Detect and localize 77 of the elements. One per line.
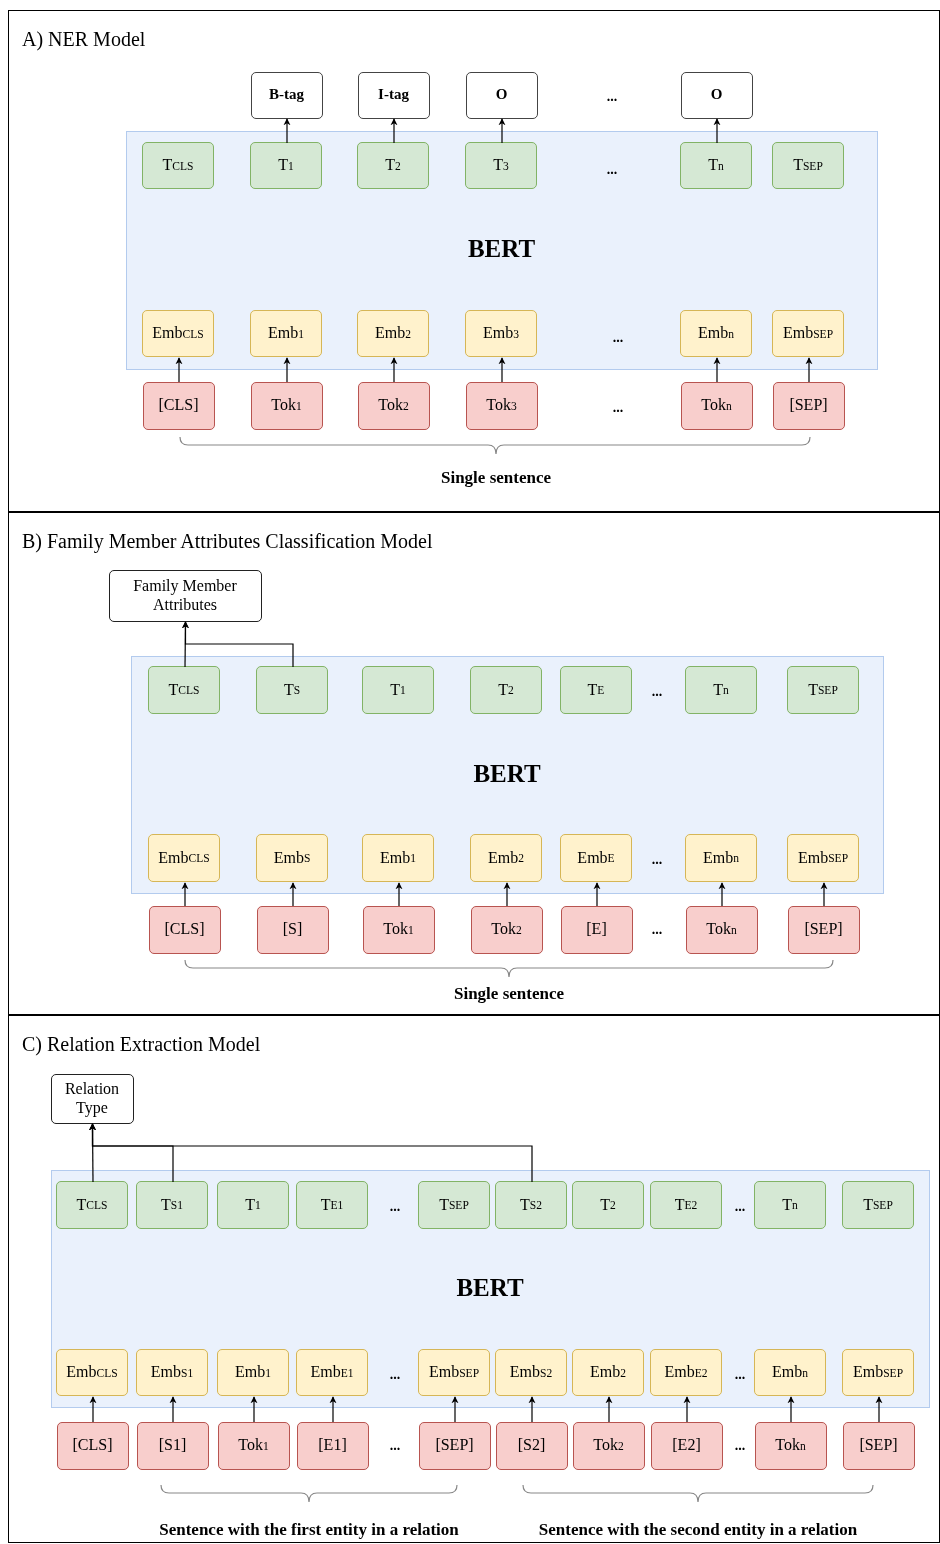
arrow — [395, 882, 403, 907]
arrow — [182, 621, 294, 668]
input-token-box: [SEP] — [842, 1421, 915, 1470]
arrow — [528, 1396, 536, 1423]
arrow — [390, 118, 398, 144]
arrow — [283, 357, 291, 383]
arrow — [805, 357, 813, 383]
output-tag-box: B-tag — [250, 71, 323, 119]
arrow — [787, 1396, 795, 1423]
model-title: BERT — [466, 235, 537, 263]
input-token-box: [CLS] — [142, 381, 215, 430]
arrow — [181, 882, 189, 907]
input-token-box: [SEP] — [772, 381, 845, 430]
output-tag-box: O — [680, 71, 753, 119]
arrow — [875, 1396, 883, 1423]
output-class-box: Relation Type — [50, 1073, 134, 1124]
brace-caption: Single sentence — [454, 984, 564, 1004]
arrow — [329, 1396, 337, 1423]
panel — [8, 10, 940, 512]
ellipsis: ... — [651, 852, 663, 868]
input-token-box: [S] — [256, 905, 329, 954]
model-title: BERT — [455, 1273, 525, 1302]
panel-title: A) NER Model — [22, 28, 146, 51]
ellipsis: ... — [389, 1367, 401, 1383]
ellipsis: ... — [612, 330, 624, 346]
panel — [8, 512, 940, 1015]
arrow — [390, 357, 398, 383]
ellipsis: ... — [606, 162, 618, 178]
input-token-box: [E] — [560, 905, 633, 954]
encoder-block — [130, 655, 884, 894]
arrow — [593, 882, 601, 907]
arrow — [89, 1123, 533, 1183]
output-tag-box: O — [465, 71, 538, 119]
ellipsis: ... — [389, 1438, 401, 1454]
arrow — [498, 357, 506, 383]
arrow — [498, 118, 506, 144]
arrow — [89, 1396, 97, 1423]
arrow — [605, 1396, 613, 1423]
panel-title: C) Relation Extraction Model — [22, 1033, 261, 1056]
ellipsis: ... — [734, 1199, 746, 1215]
input-token-box: [CLS] — [56, 1421, 129, 1470]
panel — [8, 1015, 940, 1543]
input-token-box: [SEP] — [418, 1421, 491, 1470]
arrow — [175, 357, 183, 383]
output-tag-box: I-tag — [357, 71, 430, 119]
arrow — [451, 1396, 459, 1423]
arrow — [820, 882, 828, 907]
model-title: BERT — [472, 759, 542, 788]
arrow — [169, 1396, 177, 1423]
arrow — [289, 882, 297, 907]
ellipsis: ... — [734, 1367, 746, 1383]
arrow — [713, 118, 721, 144]
ellipsis: ... — [651, 922, 663, 938]
arrow — [718, 882, 726, 907]
panel-title: B) Family Member Attributes Classification Model — [22, 530, 433, 553]
ellipsis: ... — [651, 684, 663, 700]
arrow — [250, 1396, 258, 1423]
brace-caption: Sentence with the second entity in a relation — [538, 1520, 858, 1540]
ellipsis: ... — [612, 400, 624, 416]
brace-caption: Single sentence — [441, 468, 551, 488]
input-token-box: [E1] — [296, 1421, 369, 1470]
arrow — [283, 118, 291, 144]
arrow — [713, 357, 721, 383]
encoder-block — [125, 130, 878, 370]
arrow — [683, 1396, 691, 1423]
arrow — [503, 882, 511, 907]
ellipsis: ... — [606, 89, 618, 105]
input-token-box: [E2] — [650, 1421, 723, 1470]
brace-caption: Sentence with the first entity in a relation — [159, 1520, 459, 1540]
input-token-box: [CLS] — [148, 905, 221, 954]
output-class-box: Family Member Attributes — [108, 569, 262, 622]
encoder-block — [50, 1169, 930, 1408]
input-token-box: [SEP] — [787, 905, 860, 954]
ellipsis: ... — [734, 1438, 746, 1454]
input-token-box: [S2] — [495, 1421, 568, 1470]
input-token-box: [S1] — [136, 1421, 209, 1470]
ellipsis: ... — [389, 1199, 401, 1215]
